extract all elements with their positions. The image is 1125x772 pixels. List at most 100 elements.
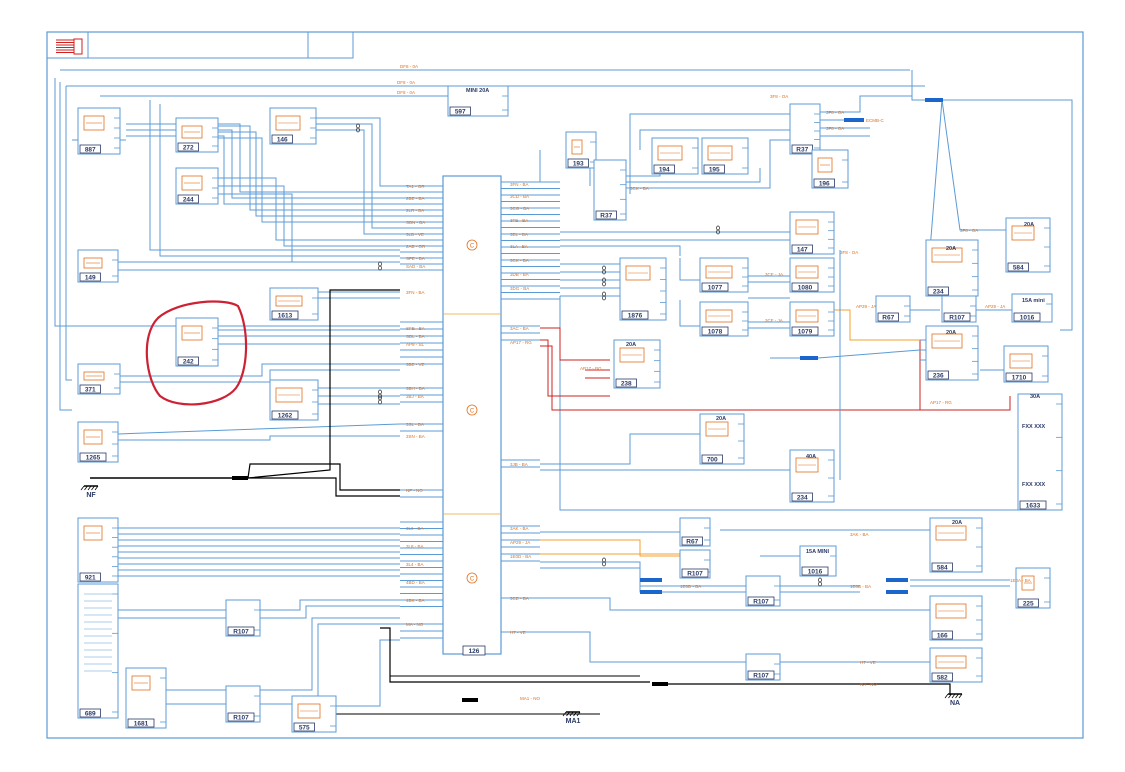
component-id-box: [1013, 312, 1041, 322]
component-id-box: [1005, 372, 1033, 382]
component-id: R67: [882, 315, 894, 322]
wire-label: 3CD - BA: [510, 194, 529, 199]
component-symbol-icon: [275, 295, 303, 307]
title-block: [46, 31, 354, 59]
wire-label: AP29 - JA: [856, 304, 876, 309]
ground-hatch: [576, 711, 581, 717]
wire: [540, 340, 921, 411]
component-id: R107: [233, 629, 249, 636]
component-id-box: [271, 310, 299, 320]
wire: [817, 349, 921, 359]
wire-label: DF8 - 0A: [397, 90, 415, 95]
wire-label: 3F8 - OA: [826, 110, 844, 115]
component-id-box: [177, 142, 199, 152]
wire: [540, 433, 700, 465]
component-id: R67: [686, 539, 698, 546]
component-id-box: [813, 178, 835, 188]
wire-label: 3BE - VE: [406, 362, 425, 367]
component-id-box: [1007, 262, 1029, 272]
wire-label: 3F8 - OA: [960, 228, 978, 233]
splice-marker: [886, 590, 908, 594]
component-id: 689: [85, 711, 96, 718]
component-921: 921: [77, 517, 119, 583]
wire-label: 2AB - OR: [406, 244, 426, 249]
wire: [218, 131, 400, 217]
wire: [540, 561, 746, 587]
wire: [929, 99, 943, 251]
ground-id: NF: [86, 492, 96, 499]
component-symbol-icon: [705, 421, 729, 437]
wire-label: 3FN - BA: [510, 182, 529, 187]
ground-NA: NA: [944, 693, 963, 707]
ground-hatch: [573, 711, 577, 717]
fuse-rating-label: 40A: [806, 454, 816, 460]
wire-label: 3AC - BA: [510, 326, 529, 331]
wire: [941, 99, 1010, 231]
component-id-box: [462, 645, 486, 656]
wire-label: 1E0D - BA: [680, 584, 701, 589]
component-id: 597: [455, 109, 466, 116]
wire-label: 3F8 - OA: [826, 126, 844, 131]
wire-label: 3AK - BA: [510, 526, 529, 531]
ground-hatch: [944, 693, 949, 699]
component-symbol-icon: [571, 139, 583, 155]
component-symbol-icon: [817, 157, 833, 173]
component-id-box: [653, 164, 675, 174]
component-id-box: [227, 712, 255, 722]
wire-label: 3CF - JA: [765, 318, 783, 323]
wire-label: AP17 - RG: [930, 400, 952, 405]
ecu-mark-letter: C: [470, 577, 475, 583]
ground-id: NA: [950, 700, 960, 707]
component-frame: [125, 667, 167, 729]
twisted-pair-icon: [378, 389, 382, 395]
wire: [260, 617, 400, 691]
twisted-pair-icon: [602, 561, 606, 567]
wire-label: H7 - VE: [860, 660, 876, 665]
component-id: R107: [753, 673, 769, 680]
component-id: R107: [233, 715, 249, 722]
splice-marker: [886, 578, 908, 582]
component-symbol-icon: [83, 257, 103, 269]
component-225: 225: [1015, 567, 1051, 609]
component-id: 1681: [134, 721, 149, 728]
component-700: 700: [699, 413, 745, 465]
ground-id: MA1: [566, 718, 581, 725]
ecu-ground-mark-icon: [466, 572, 478, 584]
wire-label: AP29 - JA: [985, 304, 1005, 309]
component-symbol-icon: [795, 309, 819, 323]
component-149: 149: [77, 249, 119, 283]
wire: [218, 185, 400, 247]
wire-label: SAD - BA: [406, 264, 425, 269]
component-symbol-icon: [931, 333, 963, 349]
wire-label: 3F8 - OA: [840, 250, 858, 255]
component-id: 1080: [798, 285, 813, 292]
component-id: 238: [621, 381, 632, 388]
wire-label: AP17 - BG: [580, 366, 602, 371]
component-id: 1016: [808, 569, 823, 576]
component-id-box: [791, 492, 813, 502]
component-1876: 1876: [619, 257, 667, 321]
component-242: 242: [175, 317, 219, 367]
component-id: 194: [659, 167, 670, 174]
component-id: 272: [183, 145, 194, 152]
wire: [59, 82, 72, 411]
wire: [316, 123, 400, 229]
wire: [218, 177, 400, 241]
component-frame: [77, 583, 119, 719]
fuse-rating-label: MINI 20A: [466, 88, 489, 94]
component-582: 582: [929, 647, 983, 683]
component-symbol-icon: [83, 525, 103, 541]
wire-label: AP17 - RG: [510, 340, 532, 345]
component-584: 584: [1005, 217, 1051, 273]
twisted-pair-icon: [818, 581, 822, 587]
component-id: 575: [299, 725, 310, 732]
component-id: 242: [183, 359, 194, 366]
component-symbol-icon: [297, 703, 321, 719]
wire: [679, 300, 700, 327]
component-id: 1079: [798, 329, 813, 336]
wire-label: 3FN - BA: [406, 290, 425, 295]
component-R107: R107: [941, 295, 977, 323]
component-id-box: [791, 282, 819, 292]
